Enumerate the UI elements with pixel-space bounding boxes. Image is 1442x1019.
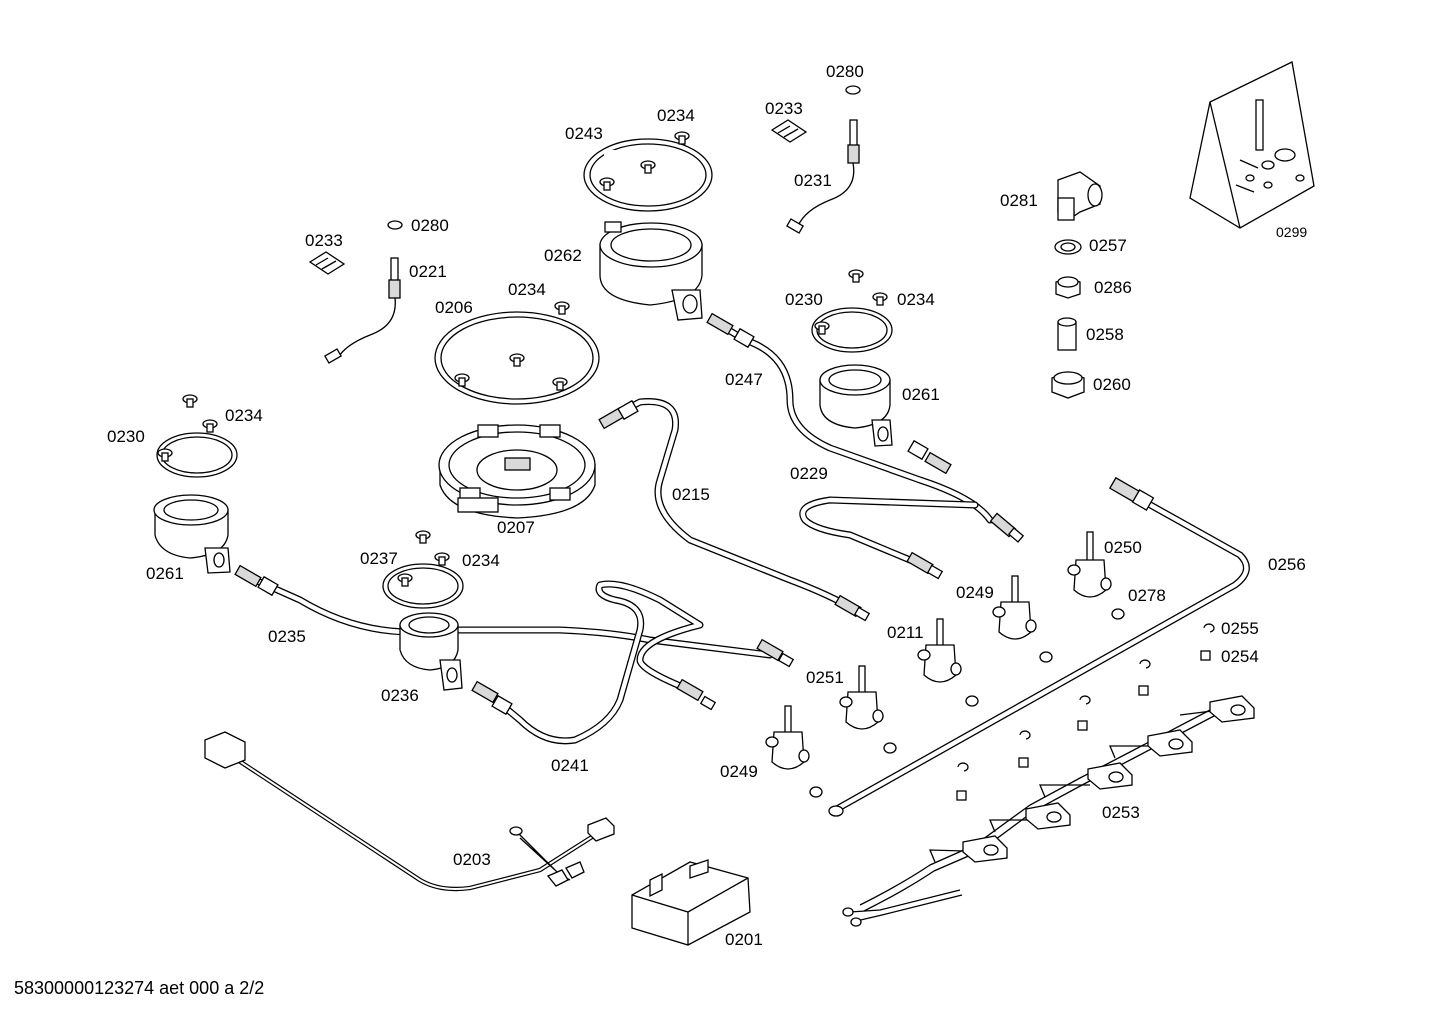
callout-0249-lower: 0249 (720, 762, 758, 781)
callout-0243: 0243 (565, 124, 603, 143)
parts-bag (1189, 61, 1315, 229)
callout-0250: 0250 (1104, 538, 1142, 557)
callout-0249-upper: 0249 (956, 583, 994, 602)
pipe-nuts (234, 312, 1155, 817)
callout-0278: 0278 (1128, 586, 1166, 605)
callout-0262: 0262 (544, 246, 582, 265)
thermocouples (308, 85, 861, 364)
document-code: 58300000123274 aet 000 a 2/2 (14, 978, 265, 998)
callout-0233-left: 0233 (305, 231, 343, 250)
burner-housing-0261-right (819, 364, 893, 447)
callout-0237: 0237 (360, 549, 398, 568)
callout-0211: 0211 (887, 623, 924, 642)
callout-0201: 0201 (725, 930, 763, 949)
spark-generator (631, 859, 751, 946)
burner-housing-0207 (438, 424, 596, 519)
ignition-switch-harness (842, 695, 1255, 927)
callout-0251: 0251 (806, 668, 844, 687)
callout-0203: 0203 (453, 850, 491, 869)
callout-0256: 0256 (1268, 555, 1306, 574)
callout-0230-left: 0230 (107, 427, 145, 446)
screws (157, 131, 888, 587)
callout-0257: 0257 (1089, 236, 1127, 255)
callout-0241: 0241 (551, 756, 589, 775)
callout-0253: 0253 (1102, 803, 1140, 822)
fittings (1051, 171, 1103, 399)
callout-0280-left: 0280 (411, 216, 449, 235)
gas-pipes (251, 316, 1250, 814)
callout-0254: 0254 (1221, 647, 1259, 666)
clips-and-springs (956, 623, 1215, 801)
burner-housing-0261-left (153, 494, 231, 574)
callout-0280-top: 0280 (826, 62, 864, 81)
callout-0233-top: 0233 (765, 99, 803, 118)
burner-housings (153, 221, 893, 691)
callout-0234-right: 0234 (897, 290, 935, 309)
wire-harness (204, 731, 615, 892)
callout-0235: 0235 (268, 627, 306, 646)
callout-0281: 0281 (1000, 191, 1038, 210)
callout-0230-right: 0230 (785, 290, 823, 309)
callout-0206: 0206 (435, 298, 473, 317)
callout-0234-top: 0234 (657, 106, 695, 125)
burner-housing-0262 (599, 221, 703, 321)
callout-0231: 0231 (794, 171, 832, 190)
callout-0234-mid: 0234 (508, 280, 546, 299)
callout-0234-lower: 0234 (462, 551, 500, 570)
callout-0286: 0286 (1094, 278, 1132, 297)
gas-valves (765, 531, 1125, 798)
callout-0234-left: 0234 (225, 406, 263, 425)
callout-0261-right: 0261 (902, 385, 940, 404)
callout-0260: 0260 (1093, 375, 1131, 394)
callout-0255: 0255 (1221, 619, 1259, 638)
callout-0221: 0221 (409, 262, 447, 281)
callout-0261-left: 0261 (146, 564, 184, 583)
callout-0229: 0229 (790, 464, 828, 483)
callout-0258: 0258 (1086, 325, 1124, 344)
callout-0299: 0299 (1276, 224, 1307, 240)
callout-labels: 0280 0233 0231 0234 0243 0262 0233 0280 … (107, 62, 1307, 949)
callout-0215: 0215 (672, 485, 710, 504)
callout-0207: 0207 (497, 518, 535, 537)
callout-0236: 0236 (381, 686, 419, 705)
burner-housing-0236 (399, 612, 463, 691)
callout-0247: 0247 (725, 370, 763, 389)
